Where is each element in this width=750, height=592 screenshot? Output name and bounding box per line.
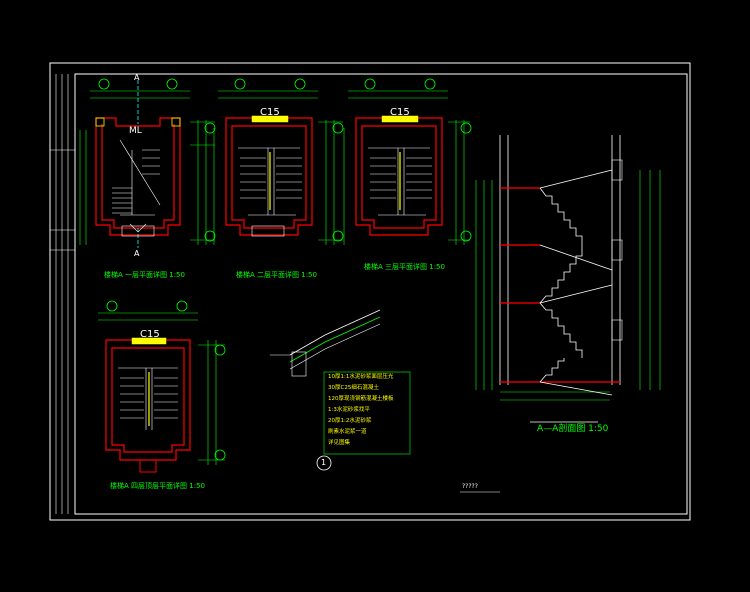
plan-third-floor	[343, 78, 472, 245]
plan-second-floor	[213, 78, 344, 245]
detail-note: 10厚1:1水泥砂浆面层压光	[328, 374, 394, 380]
plan-third-tag: C15	[390, 107, 410, 118]
plan-fourth-floor	[98, 300, 226, 473]
plan-second-title: 楼梯A 二层平面详图 1:50	[236, 271, 317, 279]
plan-first-tag: ML	[129, 126, 142, 136]
title-strip	[50, 74, 75, 514]
plan-fourth-tag: C15	[140, 329, 160, 340]
section-a-a	[475, 135, 661, 423]
detail-note: 20厚1:2水泥砂浆	[328, 418, 372, 424]
section-mark-top: A	[134, 73, 140, 82]
detail-note: 刷素水泥浆一道	[328, 429, 367, 435]
outer-frame	[49, 62, 691, 521]
inner-frame	[74, 73, 688, 515]
detail-note: 30厚C25细石混凝土	[328, 385, 379, 391]
section-mark-bottom: A	[134, 249, 140, 258]
detail-1	[270, 309, 411, 471]
detail-note: 详见图集	[328, 440, 351, 446]
plan-second-tag: C15	[260, 107, 280, 118]
plan-third-title: 楼梯A 三层平面详图 1:50	[364, 263, 445, 271]
plan-first-floor	[79, 78, 216, 248]
footer-note: ?????	[462, 483, 478, 490]
detail-notes-box	[323, 371, 411, 455]
detail-number-circle	[316, 455, 332, 471]
detail-number: 1	[321, 458, 327, 467]
detail-note: 1:3水泥砂浆找平	[328, 407, 370, 413]
plan-fourth-title: 楼梯A 四层顶层平面详图 1:50	[110, 482, 205, 490]
detail-note: 120厚现浇钢筋混凝土楼板	[328, 396, 394, 402]
section-title: A—A剖面图 1:50	[537, 424, 609, 434]
plan-first-title: 楼梯A 一层平面详图 1:50	[104, 271, 185, 279]
